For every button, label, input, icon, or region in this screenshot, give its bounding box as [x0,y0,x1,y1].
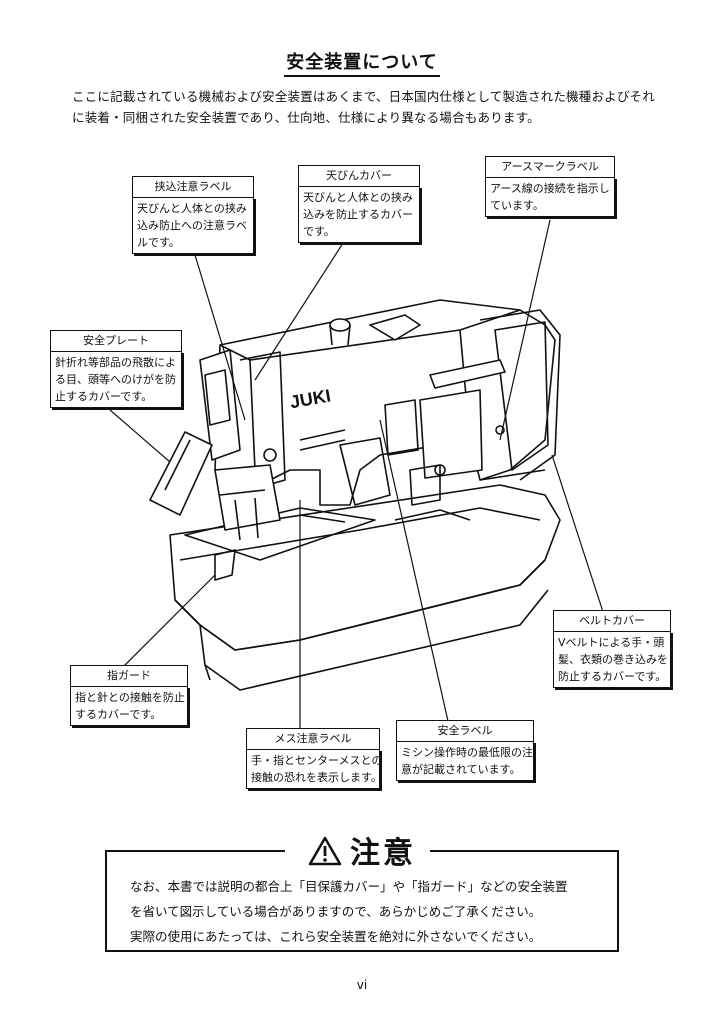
callout-earth-mark-label: アースマークラベル アース線の接続を指示し ています。 [485,156,615,217]
callout-tenbin-cover: 天びんカバー 天びんと人体との挟み 込みを防止するカバー です。 [298,165,420,243]
callout-line: 針折れ等部品の飛散によ [55,356,176,369]
callout-title: アースマークラベル [485,156,615,177]
callout-line: 止するカバーです。 [55,390,153,403]
callout-title: 挟込注意ラベル [132,176,254,197]
caution-title: 注意 [350,836,416,871]
caution-frame-line [105,850,285,852]
callout-safety-plate: 安全プレート 針折れ等部品の飛散によ る目、頭等へのけがを防 止するカバーです。 [50,330,182,408]
callout-title: 安全プレート [50,330,182,351]
callout-line: ミシン操作時の最低限の注 [401,746,533,759]
callout-title: ベルトカバー [553,610,671,631]
callout-title: 安全ラベル [396,720,534,741]
callout-knife-label: メス注意ラベル 手・指とセンターメスとの 接触の恐れを表示します。 [246,728,383,789]
callout-line: 手・指とセンターメスとの [251,754,383,767]
callout-line: 接触の恐れを表示します。 [251,771,382,784]
callout-body: アース線の接続を指示し ています。 [485,177,615,217]
callout-safety-label: 安全ラベル ミシン操作時の最低限の注 意が記載されています。 [396,720,534,781]
callout-line: ています。 [490,199,544,212]
callout-line: 髪、衣類の巻き込みを [558,653,668,666]
callout-line: 指と針との接触を防止 [75,691,185,704]
caution-frame-line [430,850,617,852]
callout-line: するカバーです。 [75,708,162,721]
intro-line: に装着・同梱された安全装置であり、仕向地、仕様により異なる場合もあります。 [72,110,540,125]
callout-title: 天びんカバー [298,165,420,186]
callout-line: アース線の接続を指示し [490,182,610,195]
callout-title: メス注意ラベル [246,728,380,749]
caution-frame [105,850,619,952]
callout-title: 指ガード [70,665,188,686]
callout-body: 針折れ等部品の飛散によ る目、頭等へのけがを防 止するカバーです。 [50,351,182,408]
callout-finger-guard: 指ガード 指と針との接触を防止 するカバーです。 [70,665,188,726]
callout-body: 天びんと人体との挟み 込みを防止するカバー です。 [298,186,420,243]
caution-text: なお、本書では説明の都合上「目保護カバー」や「指ガード」などの安全装置 を省いて… [130,874,600,949]
callout-body: 指と針との接触を防止 するカバーです。 [70,686,188,726]
callout-body: 手・指とセンターメスとの 接触の恐れを表示します。 [246,749,383,789]
intro-paragraph: ここに記載されている機械および安全装置はあくまで、日本国内仕様として製造された機… [72,86,672,128]
callout-line: 込みを防止するカバー [303,208,413,221]
caution-line: 実際の使用にあたっては、これら安全装置を絶対に外さないでください。 [130,929,542,944]
callout-line: 天びんと人体との挟み [303,191,413,204]
warning-icon [308,836,342,866]
callout-body: Vベルトによる手・頭 髪、衣類の巻き込みを 防止するカバーです。 [553,631,671,688]
callout-line: 天びんと人体との挟み [137,202,247,215]
caution-line: を省いて図示している場合がありますので、あらかじめご了承ください。 [130,904,542,919]
callout-body: 天びんと人体との挟み 込み防止への注意ラベ ルです。 [132,197,254,254]
callout-hasamikomi-label: 挟込注意ラベル 天びんと人体との挟み 込み防止への注意ラベ ルです。 [132,176,254,254]
callout-line: ルです。 [137,236,180,249]
callout-body: ミシン操作時の最低限の注 意が記載されています。 [396,741,534,781]
callout-line: です。 [303,225,335,238]
caution-heading: 注意 [0,828,724,872]
intro-line: ここに記載されている機械および安全装置はあくまで、日本国内仕様として製造された機… [72,89,655,104]
caution-line: なお、本書では説明の都合上「目保護カバー」や「指ガード」などの安全装置 [130,879,568,894]
callout-line: 防止するカバーです。 [558,670,667,683]
page-number: vi [356,978,368,992]
page-title: 安全装置について [0,48,724,77]
callout-belt-cover: ベルトカバー Vベルトによる手・頭 髪、衣類の巻き込みを 防止するカバーです。 [553,610,671,688]
callout-line: Vベルトによる手・頭 [558,636,665,649]
callout-line: 込み防止への注意ラベ [137,219,247,232]
callout-line: る目、頭等へのけがを防 [55,373,176,386]
callout-line: 意が記載されています。 [401,763,521,776]
